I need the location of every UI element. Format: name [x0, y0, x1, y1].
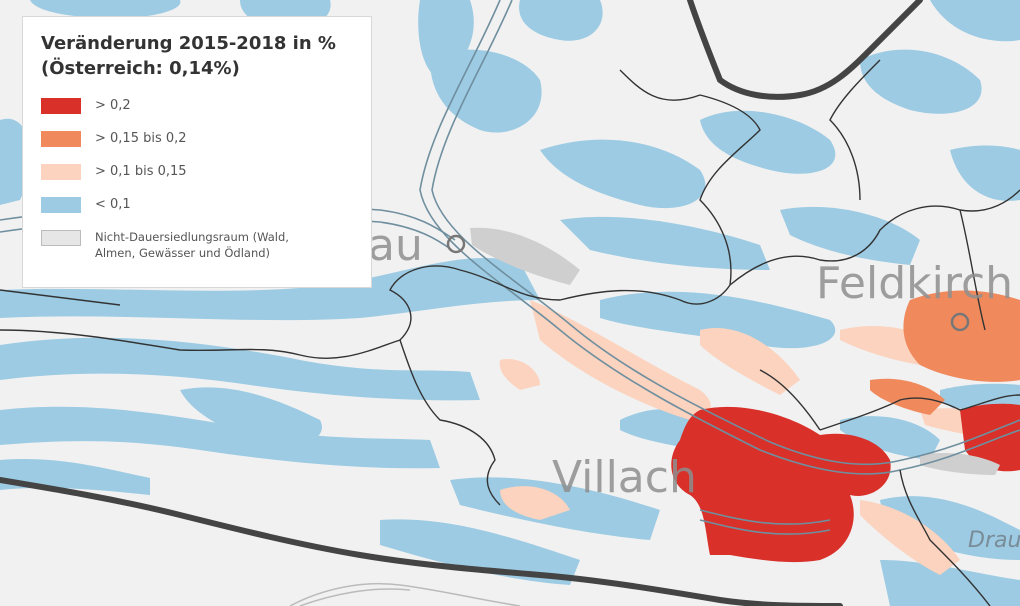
- legend-swatch-high: [41, 98, 81, 114]
- legend-title-line1: Veränderung 2015-2018 in %: [41, 33, 336, 54]
- district-borders: [0, 59, 1020, 606]
- legend-label-non-settlement: Nicht-Dauersiedlungsraum (Wald, Almen, G…: [95, 230, 289, 260]
- town-marker-feldkirchen[interactable]: [950, 312, 970, 332]
- legend-item-mid-high[interactable]: > 0,15 bis 0,2: [41, 130, 353, 148]
- legend-item-non-settlement[interactable]: Nicht-Dauersiedlungsraum (Wald, Almen, G…: [41, 229, 353, 261]
- town-markers: [446, 234, 970, 332]
- legend-swatch-mid-high: [41, 131, 81, 147]
- place-label-feldkirchen: Feldkirch: [816, 258, 1014, 309]
- category-mid-high-areas: [870, 290, 1020, 415]
- legend-item-low[interactable]: < 0,1: [41, 196, 353, 214]
- legend-label-mid-low: > 0,1 bis 0,15: [95, 164, 187, 179]
- road-lines: [289, 582, 521, 606]
- state-border: [0, 0, 923, 606]
- legend-item-high[interactable]: > 0,2: [41, 97, 353, 115]
- legend-swatch-non-settlement: [41, 230, 81, 246]
- legend-label-low: < 0,1: [95, 197, 131, 212]
- town-marker-spittal[interactable]: [446, 234, 466, 254]
- category-mid-low-areas: [499, 300, 1020, 575]
- legend-swatch-mid-low: [41, 164, 81, 180]
- legend-title-line2: (Österreich: 0,14%): [41, 58, 240, 79]
- legend-swatch-low: [41, 197, 81, 213]
- non-settlement-areas: [470, 227, 1000, 475]
- legend-label-high: > 0,2: [95, 98, 131, 113]
- category-high-areas: [671, 403, 1020, 563]
- river-label-drau: Drau: [968, 528, 1020, 553]
- legend-title: Veränderung 2015-2018 in % (Österreich: …: [41, 31, 353, 81]
- legend-label-mid-high: > 0,15 bis 0,2: [95, 131, 187, 146]
- map-legend: Veränderung 2015-2018 in % (Österreich: …: [22, 16, 372, 288]
- legend-list: > 0,2 > 0,15 bis 0,2 > 0,1 bis 0,15 < 0,…: [41, 97, 353, 261]
- legend-item-mid-low[interactable]: > 0,1 bis 0,15: [41, 163, 353, 181]
- place-label-spittal: au: [368, 220, 423, 271]
- place-label-villach: Villach: [552, 452, 697, 503]
